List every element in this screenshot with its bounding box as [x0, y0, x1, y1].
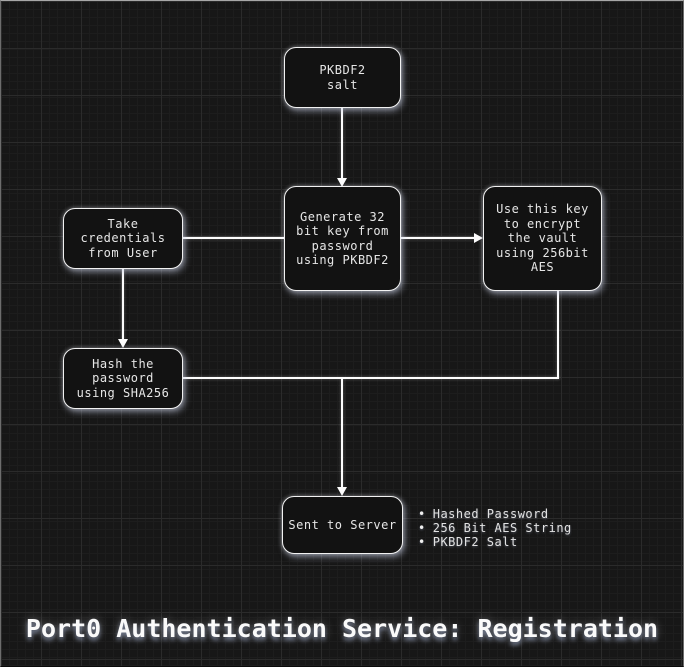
node-hash-password: Hash the password using SHA256 — [63, 348, 183, 409]
server-payload-list: • Hashed Password • 256 Bit AES String •… — [418, 507, 572, 549]
connector-merge-to-server — [341, 379, 343, 489]
payload-item-label: Hashed Password — [432, 507, 549, 521]
arrow-right-icon — [474, 233, 483, 243]
bullet-icon: • — [418, 521, 426, 535]
list-item: • 256 Bit AES String — [418, 521, 572, 535]
node-text-line: the vault — [507, 231, 578, 246]
node-text-line: using 256bit — [496, 245, 589, 260]
arrow-down-icon — [118, 339, 128, 348]
payload-item-label: PKBDF2 Salt — [432, 535, 518, 549]
node-text-line: PKBDF2 — [319, 63, 366, 77]
bullet-icon: • — [418, 507, 426, 521]
node-text-line: Use this key — [496, 202, 589, 217]
node-generate-key: Generate 32 bit key from password using … — [284, 186, 401, 291]
node-sent-to-server: Sent to Server — [282, 496, 403, 554]
connector-salt-to-generate — [341, 108, 343, 180]
connector-encrypt-down — [557, 291, 559, 379]
node-text-line: using PKBDF2 — [296, 253, 389, 267]
node-text-line: credentials — [80, 231, 166, 246]
node-text-line: bit key from — [296, 224, 389, 238]
node-text-line: salt — [327, 77, 358, 92]
arrow-down-icon — [337, 178, 347, 187]
payload-item-label: 256 Bit AES String — [432, 521, 572, 535]
list-item: • PKBDF2 Salt — [418, 535, 572, 549]
page-title: Port0 Authentication Service: Registrati… — [25, 614, 659, 643]
node-text-line: to encrypt — [503, 216, 582, 231]
node-encrypt-vault: Use this key to encrypt the vault using … — [483, 186, 602, 291]
node-text-line: Take — [107, 216, 139, 231]
node-pkbdf2-salt: PKBDF2 salt — [284, 47, 401, 108]
connector-credentials-to-generate — [183, 237, 284, 239]
node-text-line: AES — [530, 260, 555, 275]
node-text-line: from User — [88, 245, 158, 260]
connector-credentials-to-hash — [122, 269, 124, 340]
node-text-line: Hash the — [92, 356, 154, 371]
connector-generate-to-encrypt — [401, 237, 476, 239]
node-text-line: using SHA256 — [76, 385, 170, 400]
connector-merge-horizontal — [183, 377, 559, 379]
bullet-icon: • — [418, 535, 426, 549]
list-item: • Hashed Password — [418, 507, 572, 521]
node-take-credentials: Take credentials from User — [63, 208, 183, 269]
node-text-line: password — [311, 238, 374, 253]
node-text-line: password — [92, 371, 154, 386]
node-text-line: Generate 32 — [300, 209, 385, 224]
node-text-line: Sent to Server — [288, 517, 397, 532]
arrow-down-icon — [337, 487, 347, 496]
